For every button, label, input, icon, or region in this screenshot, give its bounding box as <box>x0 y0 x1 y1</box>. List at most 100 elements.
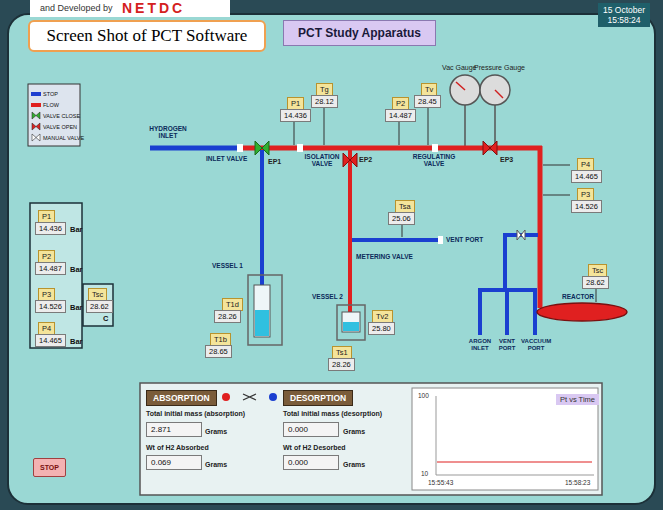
node-text: PCT Study Apparatus <box>298 26 421 40</box>
legend-swatch <box>31 103 41 107</box>
label: Wt of H2 Absorbed <box>146 444 209 451</box>
node-text: Tsc <box>592 266 603 275</box>
label: Bar <box>70 265 83 274</box>
node-text: Screen Shot of PCT Software <box>38 26 256 46</box>
node-text: 28.65 <box>209 347 228 356</box>
label: 15:55:43 <box>428 479 453 486</box>
node-text: P2 <box>396 99 405 108</box>
node-text: T1b <box>214 335 227 344</box>
sensor-value: 14.487 <box>35 262 66 275</box>
node-text: 14.436 <box>39 224 62 233</box>
node-text: Tv <box>425 85 433 94</box>
label: HYDROGEN INLET <box>146 125 190 139</box>
label: Grams <box>205 461 227 468</box>
label: C <box>103 314 108 323</box>
chart-title: Pt vs Time <box>556 394 599 405</box>
valve-icon <box>31 122 41 131</box>
node-text: 2.871 <box>151 425 197 434</box>
mass-value: 0.000 <box>283 422 339 437</box>
legend-text: VALVE CLOSE <box>43 113 80 119</box>
node-text: T1d <box>226 300 239 309</box>
label: Bar <box>70 337 83 346</box>
datetime-box: 15 October15:58:24 <box>598 3 650 27</box>
label: METERING VALVE <box>356 253 413 260</box>
node-text: 25.80 <box>372 324 391 333</box>
node-text: DESORPTION <box>290 393 346 403</box>
node-text: 14.465 <box>39 336 62 345</box>
label: Bar <box>70 303 83 312</box>
node-text: 14.526 <box>575 202 598 211</box>
label: Bar <box>70 225 83 234</box>
mass-value: 0.000 <box>283 455 339 470</box>
legend-item: VALVE CLOSE <box>31 110 84 121</box>
label: 10 <box>421 470 428 477</box>
label: Grams <box>343 461 365 468</box>
legend-item: STOP <box>31 88 84 99</box>
sensor-value: 25.80 <box>368 322 395 335</box>
sensor-value: 14.436 <box>35 222 66 235</box>
legend-text: STOP <box>43 91 58 97</box>
legend-text: VALVE OPEN <box>43 124 77 130</box>
node-text: P4 <box>42 324 51 333</box>
label: VACCUUM PORT <box>521 338 551 351</box>
label: ISOLATION VALVE <box>300 153 344 167</box>
stop-button: STOP <box>33 458 66 477</box>
sensor-value: 14.526 <box>571 200 602 213</box>
label: ARGON INLET <box>465 338 495 351</box>
node-text: 0.000 <box>288 425 334 434</box>
sensor-value: 28.62 <box>86 300 113 313</box>
label: Grams <box>205 428 227 435</box>
label: REGULATING VALVE <box>412 153 456 167</box>
legend-text: FLOW <box>43 102 59 108</box>
sensor-value: 14.465 <box>35 334 66 347</box>
valve-icon <box>31 111 41 120</box>
node-text: 0.069 <box>151 458 197 467</box>
node-text: P3 <box>581 190 590 199</box>
label: Total initial mass (desorption) <box>283 410 382 417</box>
node-text: Pt vs Time <box>560 395 595 404</box>
legend-item: MANUAL VALVE <box>31 132 84 143</box>
node-text: Tsc <box>92 290 103 299</box>
label: EP2 <box>359 156 372 163</box>
node-text: 15:58:24 <box>603 15 645 25</box>
mode-header: DESORPTION <box>283 390 353 406</box>
label: VESSEL 2 <box>312 293 343 300</box>
label: INLET VALVE <box>206 155 247 162</box>
node-text: P2 <box>42 252 51 261</box>
sensor-value: 14.465 <box>571 170 602 183</box>
valve-icon <box>31 133 41 142</box>
node-text: 14.526 <box>39 302 62 311</box>
label: and Developed by <box>40 3 113 13</box>
mass-value: 2.871 <box>146 422 202 437</box>
node-text: 28.26 <box>218 312 237 321</box>
node-text: 15 October <box>603 5 645 15</box>
legend-item: FLOW <box>31 99 84 110</box>
node-text: Tg <box>320 85 329 94</box>
node-text: P4 <box>581 160 590 169</box>
label: Vac Gauge <box>442 64 477 71</box>
node-text: 0.000 <box>288 458 334 467</box>
callout-box: Screen Shot of PCT Software <box>28 20 266 52</box>
sensor-value: 28.26 <box>328 358 355 371</box>
node-text: 28.62 <box>586 278 605 287</box>
label: 100 <box>418 392 429 399</box>
sensor-value: 28.12 <box>311 95 338 108</box>
node-text: 28.62 <box>90 302 109 311</box>
sensor-value: 14.487 <box>385 109 416 122</box>
label: Total initial mass (absorption) <box>146 410 245 417</box>
sensor-value: 14.526 <box>35 300 66 313</box>
node-text: 28.45 <box>418 97 437 106</box>
sensor-value: 25.06 <box>388 212 415 225</box>
label: VESSEL 1 <box>212 262 243 269</box>
label: EP3 <box>500 156 513 163</box>
label: 15:58:23 <box>565 479 590 486</box>
label: VENT PORT <box>446 236 483 243</box>
sensor-value: 14.436 <box>280 109 311 122</box>
node-text: 28.12 <box>315 97 334 106</box>
node-text: 25.06 <box>392 214 411 223</box>
label: Wt of H2 Desorbed <box>283 444 346 451</box>
node-text: Tv2 <box>376 312 389 321</box>
label: EP1 <box>268 158 281 165</box>
sensor-value: 28.45 <box>414 95 441 108</box>
label: REACTOR <box>562 293 594 300</box>
